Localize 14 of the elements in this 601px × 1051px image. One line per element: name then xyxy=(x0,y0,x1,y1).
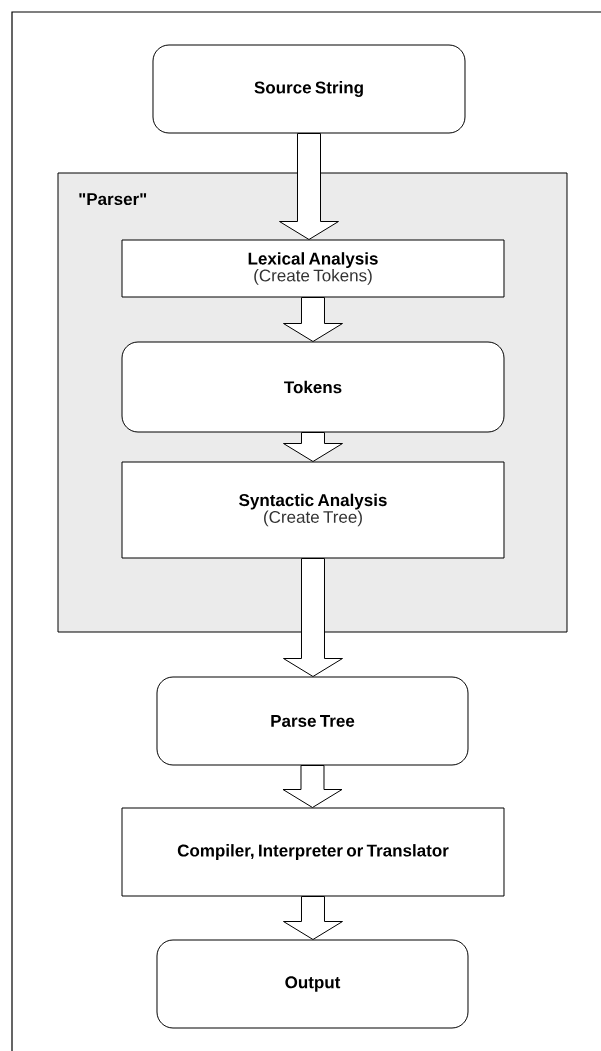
group-title: "Parser" xyxy=(79,193,147,206)
rounded-box: Source String xyxy=(152,44,466,134)
block-arrow xyxy=(283,432,343,462)
block-arrow xyxy=(283,558,343,677)
block-arrow xyxy=(283,297,343,342)
process-box: Compiler, Interpreter or Translator xyxy=(121,807,505,897)
block-arrow xyxy=(282,765,343,808)
block-arrow xyxy=(283,896,343,940)
block-arrow xyxy=(279,133,339,240)
process-box: Lexical Analysis (Create Tokens) xyxy=(121,239,505,298)
process-box: Syntactic Analysis (Create Tree) xyxy=(121,461,505,559)
rounded-box: Parse Tree xyxy=(156,676,469,766)
rounded-box: Output xyxy=(156,939,469,1029)
rounded-box: Tokens xyxy=(121,341,505,433)
